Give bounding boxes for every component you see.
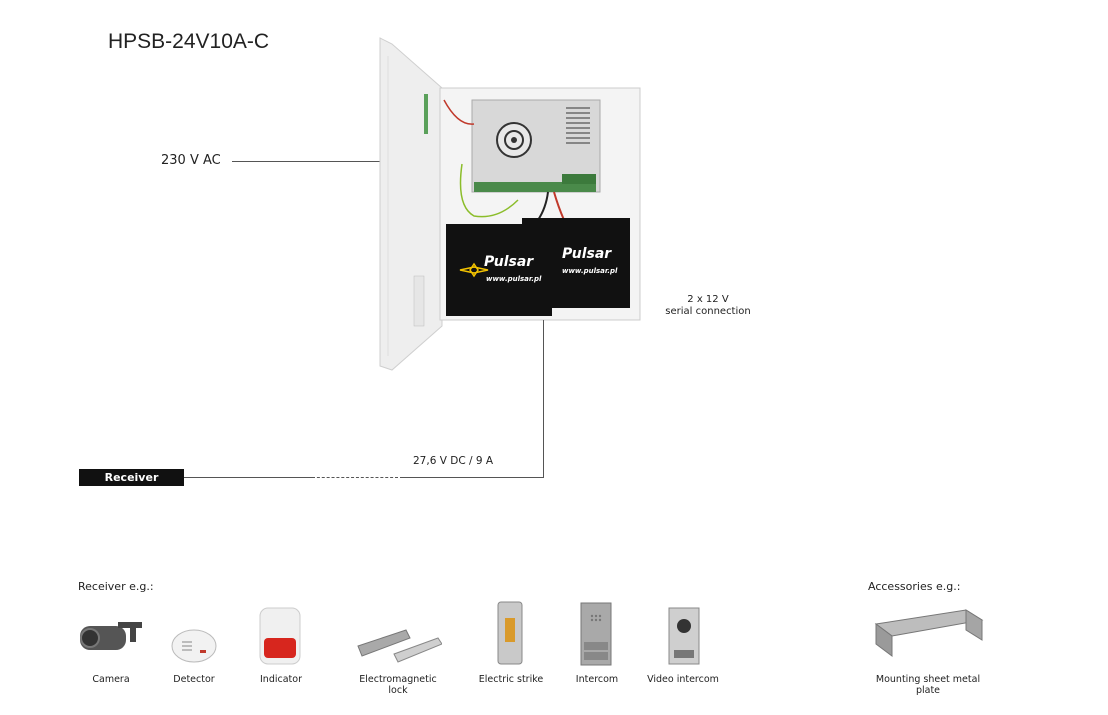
power-supply-enclosure [379,37,641,371]
output-line-vertical [543,320,544,478]
caption-detector: Detector [173,674,215,685]
terminal-board [474,182,596,192]
model-title: HPSB-24V10A-C [108,30,270,53]
battery-label: 2 x 12 V serial connection [654,294,762,318]
input-voltage-label: 230 V AC [161,153,221,168]
camera-icon [80,622,142,650]
pulsar-logo [459,262,489,278]
caption-indicator: Indicator [260,674,302,685]
mounting-plate-icon [874,609,984,657]
enclosure-door [379,37,443,371]
caption-camera: Camera [92,674,130,685]
door-tamper-switch [424,94,428,134]
output-line-left [184,477,312,478]
detector-icon [171,629,217,663]
caption-video-intercom: Video intercom [647,674,719,685]
video-intercom-icon [668,607,700,665]
accessories-heading: Accessories e.g.: [868,580,961,593]
battery-front-url: www.pulsar.pl [486,275,542,283]
caption-mounting-plate: Mounting sheet metal plate [875,674,981,696]
intercom-icon [580,602,612,666]
output-line-right [400,477,544,478]
caption-intercom: Intercom [575,674,619,685]
input-line [232,161,380,162]
battery-label-line1: 2 x 12 V [687,294,729,305]
caption-electromagnetic-lock: Electromagnetic lock [359,674,437,696]
electric-strike-icon [497,601,523,665]
battery-front [446,224,552,316]
vent-slots [566,107,590,144]
indicator-icon [259,607,301,665]
receiver-box: Receiver [79,469,184,486]
receivers-heading: Receiver e.g.: [78,580,154,593]
battery-front-brand: Pulsar [484,254,534,270]
caption-electric-strike: Electric strike [478,674,544,685]
electromagnetic-lock-icon [357,629,442,663]
battery-back-brand: Pulsar [562,246,612,262]
output-voltage-label: 27,6 V DC / 9 A [413,455,494,467]
battery-back-url: www.pulsar.pl [562,267,618,275]
output-line-dashed [312,477,398,478]
door-sticker [413,275,425,327]
battery-label-line2: serial connection [665,306,751,317]
